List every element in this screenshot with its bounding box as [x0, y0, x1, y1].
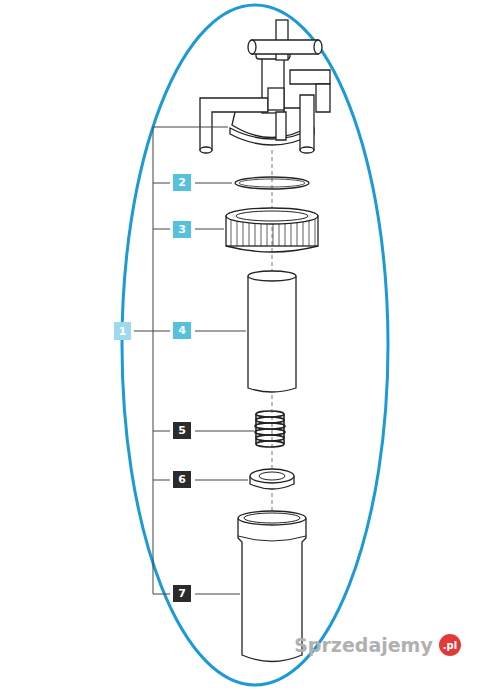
highlight-ellipse [122, 5, 388, 685]
filter-cartridge [248, 271, 296, 392]
washer [250, 469, 294, 489]
callout-number: 6 [173, 471, 191, 488]
callout-number: 2 [173, 174, 191, 191]
watermark-domain: .pl [439, 634, 461, 656]
callout-number: 7 [173, 585, 191, 602]
callout-number: 1 [114, 322, 131, 340]
spring [255, 411, 285, 447]
callout-number: 5 [173, 422, 191, 439]
o-ring [235, 177, 309, 189]
watermark-badge [439, 634, 461, 656]
watermark-text: Sprzedajemy [292, 634, 435, 656]
callout-number: 3 [173, 221, 191, 238]
filter-head [200, 20, 330, 153]
callout-number: 4 [173, 322, 191, 339]
ring-nut [226, 208, 318, 252]
o-ring [239, 179, 305, 187]
leader-lines [134, 127, 254, 594]
